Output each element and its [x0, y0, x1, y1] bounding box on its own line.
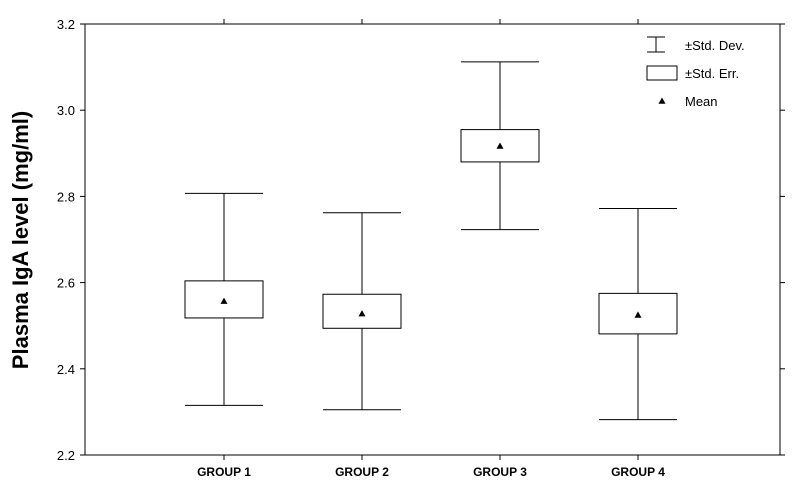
- box-group: [322, 212, 402, 411]
- plot-frame: [84, 23, 781, 456]
- y-tick-label: 2.6: [57, 276, 75, 291]
- y-tick-label: 2.4: [57, 362, 75, 377]
- mean-marker: [220, 297, 228, 304]
- box-group: [184, 192, 264, 406]
- legend-mean-marker: [658, 97, 666, 104]
- legend-label-sd: ±Std. Dev.: [685, 38, 745, 53]
- x-tick-label: GROUP 2: [335, 465, 389, 479]
- mean-marker: [496, 142, 504, 149]
- x-axis: GROUP 1 GROUP 2 GROUP 3 GROUP 4: [197, 19, 665, 479]
- y-axis: 2.2 2.4 2.6 2.8 3.0 3.2: [57, 17, 785, 463]
- y-tick-label: 2.2: [57, 448, 75, 463]
- box-group: [460, 61, 540, 231]
- mean-marker: [634, 311, 642, 318]
- se-box: [460, 129, 540, 163]
- legend-label-mean: Mean: [685, 94, 718, 109]
- y-tick-label: 2.8: [57, 189, 75, 204]
- legend: ±Std. Dev. ±Std. Err. Mean: [646, 36, 745, 109]
- x-tick-label: GROUP 3: [473, 465, 527, 479]
- x-tick-label: GROUP 4: [611, 465, 665, 479]
- legend-label-se: ±Std. Err.: [685, 66, 739, 81]
- mean-marker: [358, 310, 366, 317]
- box-series: [184, 61, 678, 421]
- y-axis-label: Plasma IgA level (mg/ml): [8, 111, 33, 369]
- x-tick-label: GROUP 1: [197, 465, 251, 479]
- y-tick-label: 3.2: [57, 17, 75, 32]
- legend-se-box: [646, 65, 678, 81]
- y-tick-label: 3.0: [57, 103, 75, 118]
- box-group: [598, 207, 678, 421]
